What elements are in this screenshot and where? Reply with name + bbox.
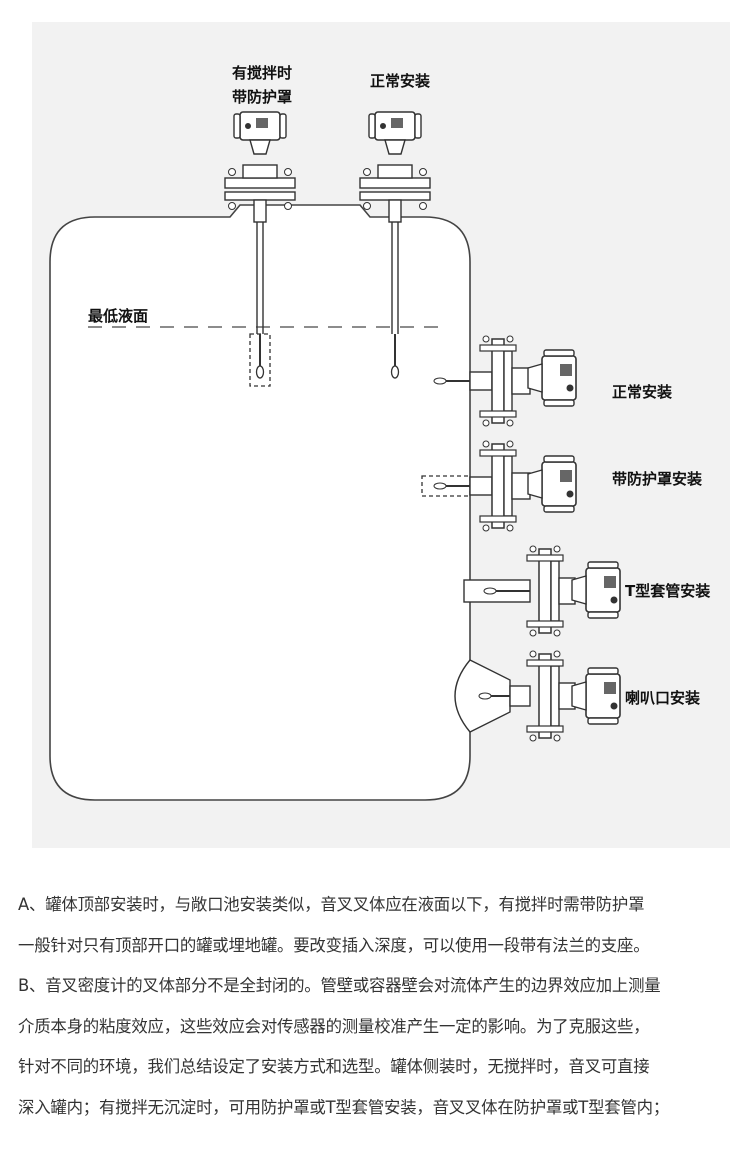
side-normal-assembly	[433, 335, 577, 427]
top-agitated-label-line2: 带防护罩	[232, 88, 292, 106]
note-line: 一般针对只有顶部开口的罐或埋地罐。要改变插入深度，可以使用一段带有法兰的支座。	[18, 935, 650, 955]
note-line: 介质本身的粘度效应，这些效应会对传感器的测量校准产生一定的影响。为了克服这些，	[18, 1016, 650, 1036]
note-line: 针对不同的环境，我们总结设定了安装方式和选型。罐体侧装时，无搅拌时，音叉可直接	[18, 1057, 650, 1076]
note-line: B、音叉密度计的叉体部分不是全封闭的。管壁或容器壁会对流体产生的边界效应加上测量	[18, 976, 661, 995]
side-horn-assembly	[454, 650, 621, 742]
side-horn-label: 喇叭口安装	[625, 689, 701, 707]
side-t-sleeve-label: T型套管安装	[625, 582, 711, 600]
min-level-label: 最低液面	[88, 307, 148, 325]
installation-diagram: 有搅拌时 带防护罩 正常安装 最低液面 正常安装 带防护罩安装 T型套管安装 喇…	[49, 64, 711, 801]
top-agitated-label-line1: 有搅拌时	[232, 64, 292, 82]
side-shield-label: 带防护罩安装	[612, 470, 703, 488]
side-shield-assembly	[421, 440, 577, 532]
top-agitated-assembly	[224, 111, 296, 387]
tank-outline	[49, 204, 471, 801]
installation-notes: A、罐体顶部安装时，与敞口池安装类似，音叉叉体应在液面以下，有搅拌时需带防护罩 …	[18, 893, 738, 1136]
top-normal-label: 正常安装	[370, 72, 431, 90]
note-line: A、罐体顶部安装时，与敞口池安装类似，音叉叉体应在液面以下，有搅拌时需带防护罩	[18, 895, 645, 914]
top-normal-assembly	[359, 111, 431, 379]
side-normal-label: 正常安装	[612, 383, 673, 401]
side-t-sleeve-assembly	[463, 545, 621, 637]
note-line: 深入罐内；有搅拌无沉淀时，可用防护罩或T型套管安装，音叉叉体在防护罩或T型套管内…	[18, 1097, 670, 1117]
